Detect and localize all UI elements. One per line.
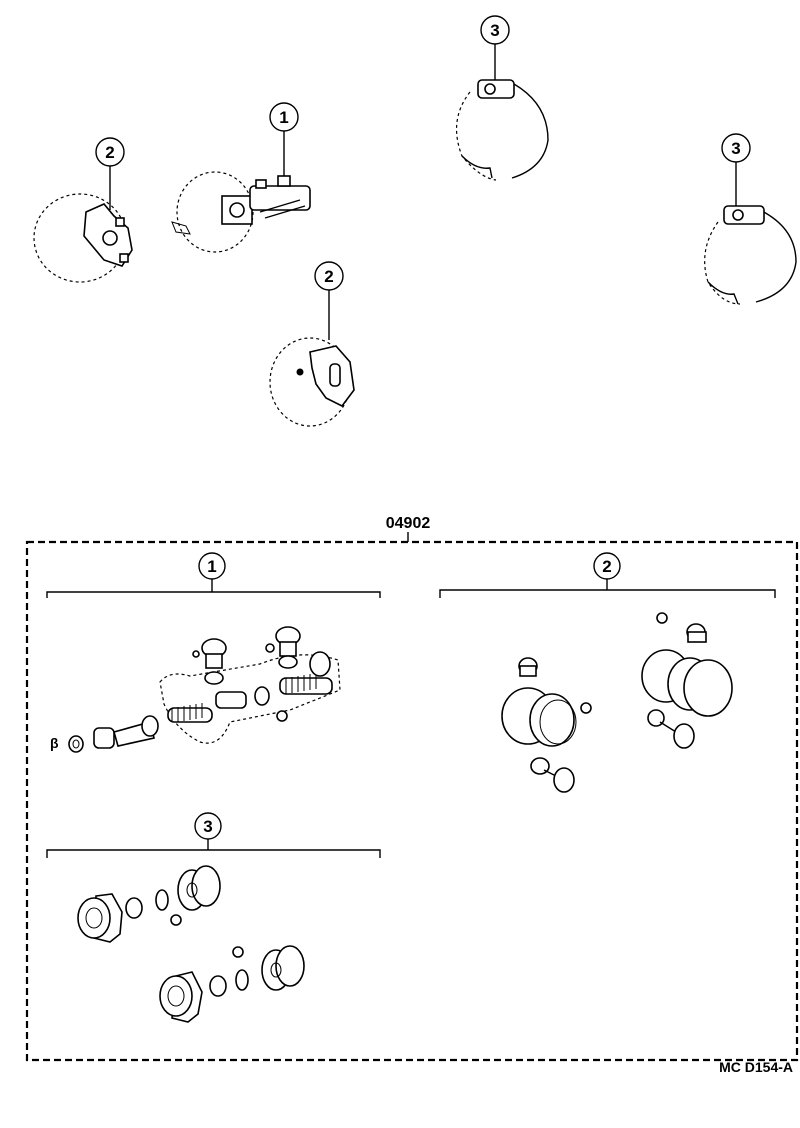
group-1-bracket: 1	[46, 552, 381, 598]
group-3-wheel-cylinder-kit-upper	[77, 865, 221, 943]
kit-part-number: 04902	[386, 515, 431, 542]
callout-2-left-caliper: 2	[95, 137, 125, 210]
kit-boundary-box	[25, 540, 799, 1062]
group-2-bracket: 2	[439, 552, 776, 598]
right-drum-illustration	[704, 205, 797, 305]
callout-3-right-drum: 3	[721, 133, 751, 206]
drawing-code: MC D154-A	[719, 1059, 793, 1075]
center-caliper-illustration	[269, 337, 355, 427]
group-3-wheel-cylinder-kit-lower	[159, 945, 305, 1023]
master-cylinder-illustration	[171, 171, 311, 253]
group-number: 2	[602, 557, 611, 576]
left-caliper-illustration	[33, 193, 133, 283]
top-drum-illustration	[456, 79, 549, 181]
group-number: 3	[203, 817, 212, 836]
group-3-bracket: 3	[46, 812, 381, 858]
group-1-master-cylinder-kit: β	[50, 626, 341, 753]
callout-2-center-caliper: 2	[314, 261, 344, 340]
callout-number: 3	[731, 139, 740, 158]
group-number: 1	[207, 557, 216, 576]
callout-number: 2	[324, 267, 333, 286]
callout-number: 2	[105, 143, 114, 162]
callout-number: 3	[490, 21, 499, 40]
svg-text:04902: 04902	[386, 515, 431, 532]
group-2-caliper-kit	[501, 612, 733, 793]
beta-mark: β	[50, 735, 59, 751]
callout-1-master-cylinder: 1	[269, 102, 299, 178]
callout-number: 1	[279, 108, 288, 127]
callout-3-top-drum: 3	[480, 15, 510, 80]
